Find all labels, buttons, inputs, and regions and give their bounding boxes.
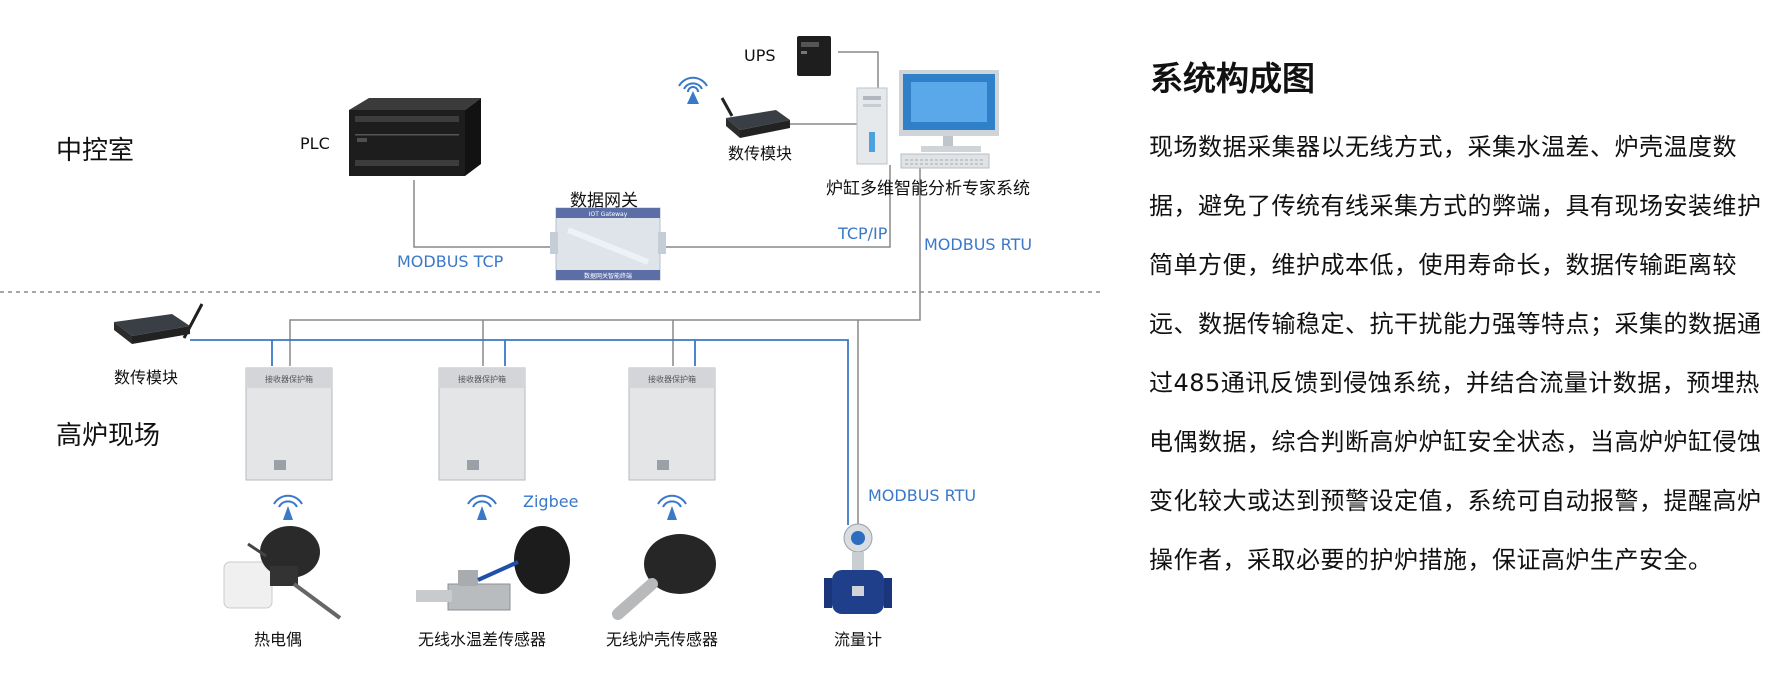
modbus-rtu-top-label: MODBUS RTU — [924, 235, 1033, 254]
plc-icon — [349, 98, 481, 176]
radio-bus-blue — [190, 339, 849, 525]
receiver-3-plate: 接收器保护箱 — [648, 374, 696, 384]
radio-module-top-label: 数传模块 — [728, 144, 793, 163]
thermocouple-icon — [223, 526, 342, 620]
shell-sensor-label: 无线炉壳传感器 — [606, 630, 719, 649]
zone-furnace-site: 高炉现场 — [56, 421, 161, 451]
receiver-1-plate: 接收器保护箱 — [265, 374, 313, 384]
receiver-2-plate: 接收器保护箱 — [458, 374, 506, 384]
workstation-icon — [856, 70, 999, 169]
tcp-ip-label: TCP/IP — [838, 224, 888, 243]
zigbee-label: Zigbee — [523, 492, 579, 511]
ups-label: UPS — [744, 46, 776, 65]
gateway-icon: IOT Gateway 数据网关智能终端 — [550, 207, 666, 281]
gateway-label: 数据网关 — [570, 191, 638, 211]
system-diagram: 中控室 高炉现场 UPS 数传模块 炉缸多维智能分析专家系统 — [0, 36, 1100, 649]
thermocouple-label: 热电偶 — [254, 630, 303, 649]
flowmeter-label: 流量计 — [834, 630, 883, 649]
wifi-signal-icon — [467, 494, 497, 520]
wifi-signal-icon — [678, 76, 708, 104]
panel-title: 系统构成图 — [1150, 59, 1315, 98]
gateway-plate-text: IOT Gateway — [589, 211, 628, 218]
connection-lines — [0, 51, 1100, 525]
zone-control-room: 中控室 — [56, 136, 135, 166]
gateway-pc-link — [662, 165, 891, 248]
expert-system-label: 炉缸多维智能分析专家系统 — [826, 179, 1030, 199]
flowmeter-icon — [824, 523, 892, 614]
ups-link — [838, 51, 879, 90]
modbus-tcp-label: MODBUS TCP — [397, 252, 504, 271]
modbus-rtu-field-label: MODBUS RTU — [868, 486, 977, 505]
wifi-signal-icon — [657, 494, 687, 520]
plc-label: PLC — [300, 134, 330, 153]
field-radio-module-icon — [114, 303, 204, 344]
shell-sensor-icon — [612, 534, 716, 620]
ups-icon — [797, 36, 831, 76]
gateway-foot-text: 数据网关智能终端 — [584, 272, 632, 280]
water-sensor-label: 无线水温差传感器 — [418, 630, 547, 649]
radio-module-icon — [720, 97, 790, 138]
receiver-box-3: 接收器保护箱 — [627, 366, 719, 488]
receiver-box-1: 接收器保护箱 — [244, 366, 336, 488]
panel-body: 现场数据采集器以无线方式，采集水温差、炉壳温度数据，避免了传统有线采集方式的弊端… — [1149, 133, 1762, 574]
rtu-bus-gray — [289, 165, 921, 366]
receiver-box-2: 接收器保护箱 — [437, 366, 529, 488]
description-panel: 系统构成图 现场数据采集器以无线方式，采集水温差、炉壳温度数据，避免了传统有线采… — [1145, 40, 1785, 590]
plc-gateway-link — [413, 180, 550, 248]
radio-module-field-label: 数传模块 — [114, 368, 179, 387]
water-sensor-icon — [416, 526, 570, 611]
wifi-signal-icon — [273, 494, 303, 520]
